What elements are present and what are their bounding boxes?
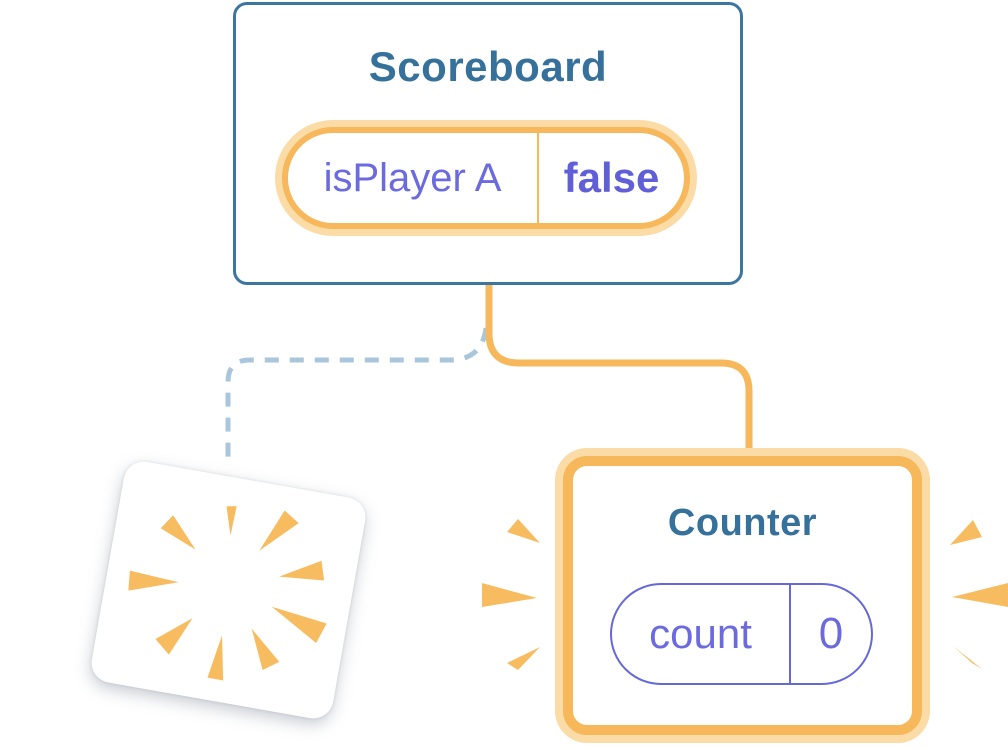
- destroyed-component-card: [88, 458, 369, 722]
- counter-burst-right-icon: [950, 520, 1008, 669]
- state-value: 0: [818, 609, 844, 658]
- dashed-connector-line: [225, 327, 489, 462]
- counter-state-pill: count 0: [610, 583, 873, 685]
- scoreboard-state-pill: isPlayer A false: [282, 127, 690, 229]
- counter-burst-left-icon: [482, 519, 540, 670]
- counter-component-card: Counter count 0: [563, 456, 922, 735]
- counter-title: Counter: [667, 502, 818, 544]
- state-label: count: [649, 610, 752, 657]
- scoreboard-component-card: Scoreboard isPlayer A false: [233, 2, 743, 285]
- state-value: false: [563, 154, 660, 201]
- scoreboard-title: Scoreboard: [368, 43, 608, 90]
- solid-connector-line: [485, 279, 753, 466]
- poof-burst-icon: [128, 506, 327, 681]
- pill-divider: [537, 133, 539, 223]
- state-label: isPlayer A: [323, 155, 502, 200]
- pill-divider: [789, 585, 791, 683]
